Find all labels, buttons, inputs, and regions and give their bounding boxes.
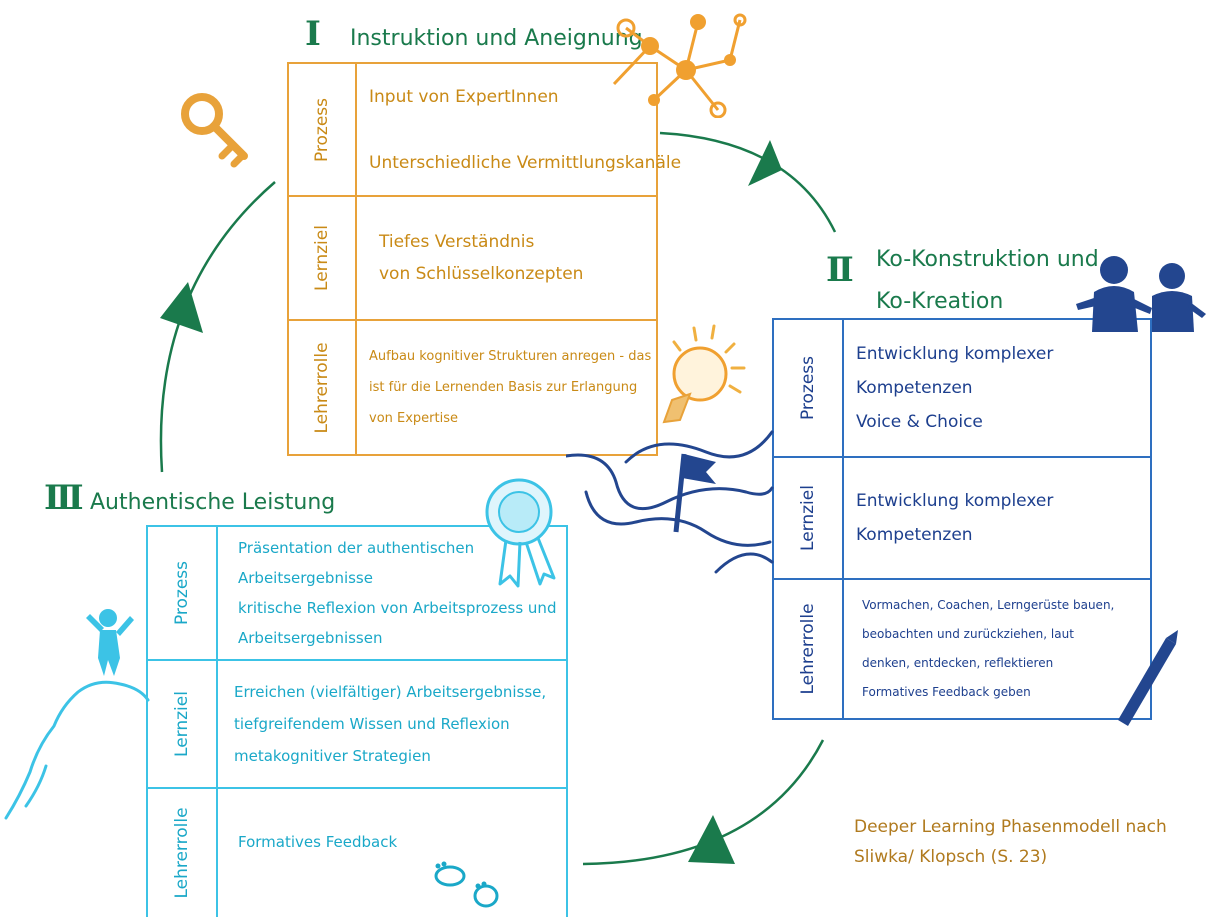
content-line: Kompetenzen [856,378,973,398]
phase-1-row-lernziel: Lernziel Tiefes Verständnis von Schlüsse… [289,197,656,321]
content-line: beobachten und zurückziehen, laut [862,627,1074,641]
phase-2-row-prozess: Prozess Entwicklung komplexer Kompetenze… [774,320,1150,458]
source-caption: Deeper Learning Phasenmodell nach Sliwka… [854,812,1167,872]
flag-icon [566,430,774,574]
phase-2-title-line: Ko-Konstruktion und [876,247,1099,272]
cycle-arrowhead-1 [748,140,782,186]
content-line: kritische Reflexion von Arbeitsprozess u… [238,599,557,617]
row-label: Prozess [312,97,332,162]
cycle-arc-2-to-3 [582,739,825,866]
cycle-arc-1-to-2 [659,131,837,233]
row-label: Lehrerrolle [172,807,192,899]
content-line: Input von ExpertInnen [369,86,559,107]
caption-line: Sliwka/ Klopsch (S. 23) [854,847,1048,867]
phase-2-numeral: II [826,250,854,290]
phase-3-row-prozess: Prozess Präsentation der authentischen A… [148,527,566,661]
phase-3-row-lernziel: Lernziel Erreichen (vielfältiger) Arbeit… [148,661,566,789]
phase-1-numeral: I [305,14,321,54]
phase-1-row-lehrerrolle: Lehrerrolle Aufbau kognitiver Strukturen… [289,321,656,454]
caption-line: Deeper Learning Phasenmodell nach [854,817,1167,837]
content-line: Entwicklung komplexer [856,344,1054,364]
content-line: ist für die Lernenden Basis zur Erlangun… [369,380,638,395]
content-line: Voice & Choice [856,412,983,432]
content-line: Arbeitsergebnisse [238,569,373,587]
content-line: von Expertise [369,411,459,426]
phase-3-numeral: III [44,478,84,518]
phase-1-title: Instruktion und Aneignung [350,26,643,51]
content-line: Formatives Feedback [238,833,398,851]
phase-2-row-lehrerrolle: Lehrerrolle Vormachen, Coachen, Lerngerü… [774,580,1150,718]
content-line: Präsentation der authentischen [238,539,475,557]
key-icon [181,93,248,168]
content-line: Kompetenzen [856,525,973,545]
content-line: Vormachen, Coachen, Lerngerüste bauen, [862,598,1115,612]
people-icon [1076,256,1206,332]
row-label: Prozess [798,355,818,421]
phase-1-table: Prozess Input von ExpertInnen Unterschie… [287,62,682,456]
phase-1-row-prozess: Prozess Input von ExpertInnen Unterschie… [289,64,682,197]
content-line: Aufbau kognitiver Strukturen anregen - d… [369,349,652,364]
content-line: Tiefes Verständnis [379,232,535,252]
row-label: Lernziel [312,225,332,291]
row-label: Lehrerrolle [798,603,818,695]
cycle-arc-3-to-1 [159,181,276,473]
cycle-arrowhead-2 [688,815,735,864]
phase-3-table: Prozess Präsentation der authentischen A… [146,525,568,917]
content-line: Erreichen (vielfältiger) Arbeitsergebnis… [234,683,547,701]
pen-icon [1118,630,1178,726]
network-icon [612,13,747,118]
content-line: Arbeitsergebnissen [238,629,383,647]
phase-2-title: Ko-Konstruktion und Ko-Kreation [876,239,1099,323]
row-label: Lehrerrolle [312,341,332,434]
phase-2-row-lernziel: Lernziel Entwicklung komplexer Kompetenz… [774,458,1150,580]
row-label: Lernziel [798,485,818,551]
footprints-icon [434,861,499,908]
phase-3-row-lehrerrolle: Lehrerrolle Formatives Feedback [148,789,566,917]
content-line: von Schlüsselkonzepten [379,264,584,284]
row-label: Lernziel [172,691,192,757]
content-line: metakognitiver Strategien [234,747,431,765]
phase-3-title: Authentische Leistung [90,490,336,515]
row-label: Prozess [172,560,192,626]
phase-2-title-line: Ko-Kreation [876,289,1004,314]
cycle-arrowhead-3 [160,282,203,333]
rosette-icon [485,478,556,588]
content-line: tiefgreifendem Wissen und Reflexion [234,715,510,733]
content-line: Formatives Feedback geben [862,685,1031,699]
content-line: denken, entdecken, reflektieren [862,656,1054,670]
phase-2-table: Prozess Entwicklung komplexer Kompetenze… [772,318,1152,720]
climber-icon [4,609,150,820]
content-line: Unterschiedliche Vermittlungskanäle [369,152,682,173]
lightbulb-icon [662,324,746,424]
content-line: Entwicklung komplexer [856,491,1054,511]
